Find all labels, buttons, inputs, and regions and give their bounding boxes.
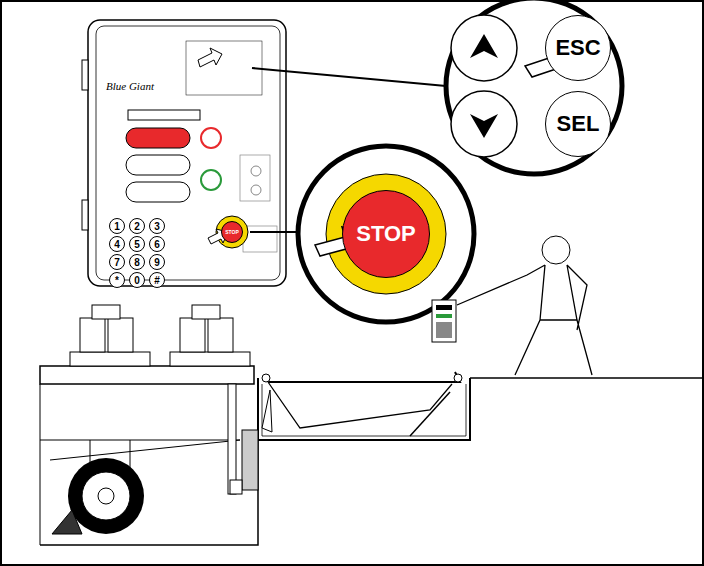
keypad-key: # (149, 272, 165, 288)
button-label: 1 (114, 221, 120, 232)
keypad-key: 0 (129, 272, 145, 288)
button-label: 4 (114, 239, 120, 250)
button-label: 6 (154, 239, 160, 250)
stop-button: STOP (221, 221, 243, 243)
keypad-key: * (109, 272, 125, 288)
button-label: 2 (134, 221, 140, 232)
keypad-key: 6 (149, 236, 165, 252)
button-label: 0 (134, 275, 140, 286)
button-label: ESC (555, 35, 600, 61)
keypad-key: 9 (149, 254, 165, 270)
stop-button: STOP (342, 190, 430, 278)
button-label: * (115, 275, 119, 286)
keypad-key: 3 (149, 218, 165, 234)
button-label: 5 (134, 239, 140, 250)
keypad-key: 2 (129, 218, 145, 234)
button-label: 3 (154, 221, 160, 232)
control-button: SEL (545, 91, 611, 157)
keypad-key: 8 (129, 254, 145, 270)
button-label: STOP (225, 229, 239, 235)
button-label: 7 (114, 257, 120, 268)
button-label: STOP (356, 221, 416, 247)
keypad-key: 7 (109, 254, 125, 270)
keypad-key: 5 (129, 236, 145, 252)
keypad-key: 4 (109, 236, 125, 252)
button-label: # (154, 275, 160, 286)
keypad-key: 1 (109, 218, 125, 234)
button-label: 8 (134, 257, 140, 268)
control-button: ESC (545, 15, 611, 81)
button-label: SEL (557, 111, 600, 137)
brand-logo: Blue Giant (106, 80, 154, 92)
button-label: 9 (154, 257, 160, 268)
